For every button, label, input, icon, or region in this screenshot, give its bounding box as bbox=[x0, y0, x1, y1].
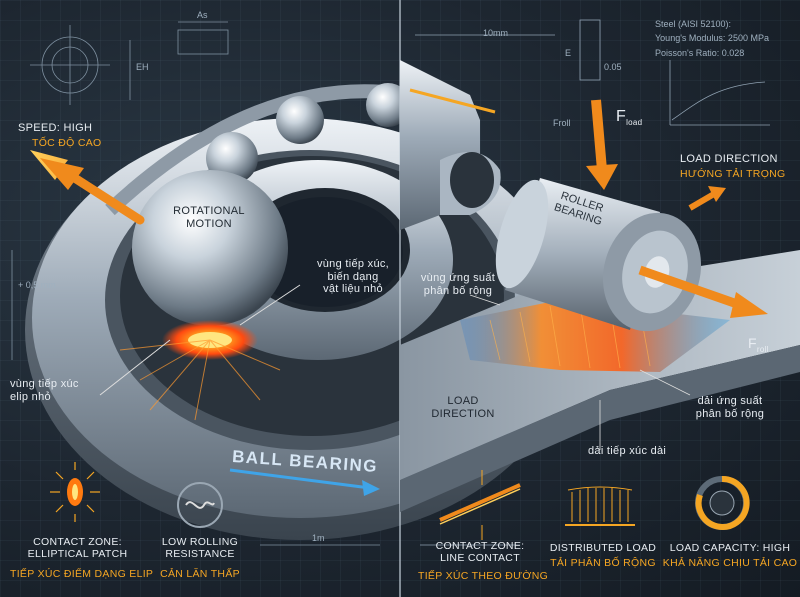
stress-note-vi: vùng ứng suất phân bố rộng bbox=[420, 272, 496, 297]
dim-bottom: 1m bbox=[312, 533, 325, 543]
load-capacity-title: LOAD CAPACITY: HIGH bbox=[669, 542, 791, 554]
distributed-load-icon bbox=[565, 486, 635, 526]
ball-small-2 bbox=[276, 96, 324, 144]
ball-main bbox=[132, 170, 288, 326]
low-resistance-icon bbox=[177, 482, 223, 528]
load-direction-label: LOAD DIRECTION bbox=[680, 153, 778, 165]
capacity-gauge-icon bbox=[695, 475, 750, 530]
contact-zone-title-left-vi: TIẾP XÚC ĐIỂM DẠNG ELIP bbox=[10, 568, 154, 580]
load-capacity-title-vi: KHẢ NĂNG CHỊU TẢI CAO bbox=[662, 557, 798, 569]
motion-label: ROTATIONAL MOTION bbox=[173, 205, 245, 230]
speed-label-vi: TỐC ĐỘ CAO bbox=[32, 137, 102, 149]
f-load-label: Fload bbox=[616, 108, 643, 128]
stress-band-note-vi: dải ứng suất phân bố rộng bbox=[695, 395, 765, 420]
material-graph bbox=[415, 19, 770, 546]
resistance-title: LOW ROLLING RESISTANCE bbox=[161, 536, 239, 561]
dim-eh: EH bbox=[136, 62, 149, 72]
f-roll-label: Froll bbox=[748, 335, 769, 354]
contact-zone-title-right-vi: TIẾP XÚC THEO ĐƯỜNG bbox=[418, 570, 549, 582]
dim-e: E bbox=[565, 48, 572, 58]
dim-10mm: 10mm bbox=[483, 28, 509, 38]
dim-005: 0.05 bbox=[604, 62, 622, 72]
load-direction-label-vi: HƯỚNG TẢI TRỌNG bbox=[680, 168, 786, 180]
f-roll-arrow bbox=[638, 265, 742, 310]
elliptical-patch-icon bbox=[50, 462, 100, 522]
contact-zone-title-left: CONTACT ZONE: ELLIPTICAL PATCH bbox=[27, 536, 128, 561]
distributed-load-title-vi: TẢI PHÂN BỐ RỘNG bbox=[550, 557, 656, 569]
long-contact-note-vi: dải tiếp xúc dài bbox=[588, 445, 667, 457]
line-contact-icon bbox=[439, 470, 521, 540]
speed-label: SPEED: HIGH bbox=[18, 122, 93, 134]
bearing-housing bbox=[400, 60, 501, 230]
material-properties: Steel (AISI 52100): Young's Modulus: 250… bbox=[655, 19, 769, 58]
dim-side: + 0,5 mm bbox=[18, 280, 56, 290]
dim-as: As bbox=[197, 10, 208, 20]
contact-zone-title-right: CONTACT ZONE: LINE CONTACT bbox=[435, 540, 525, 565]
dimension-lines-left bbox=[11, 21, 380, 546]
f-load-arrow bbox=[591, 99, 607, 171]
load-direction-plate-label: LOAD DIRECTION bbox=[431, 395, 495, 420]
contact-note-vi: vùng tiếp xúc, biến dạng vật liệu nhỏ bbox=[316, 258, 390, 296]
distributed-load-title: DISTRIBUTED LOAD bbox=[549, 542, 657, 554]
resistance-title-vi: CẢN LĂN THẤP bbox=[160, 568, 240, 580]
ball-small-3 bbox=[366, 83, 410, 127]
dim-froll: Froll bbox=[553, 118, 571, 128]
ellipse-note-vi: vùng tiếp xúc elip nhỏ bbox=[10, 378, 79, 403]
